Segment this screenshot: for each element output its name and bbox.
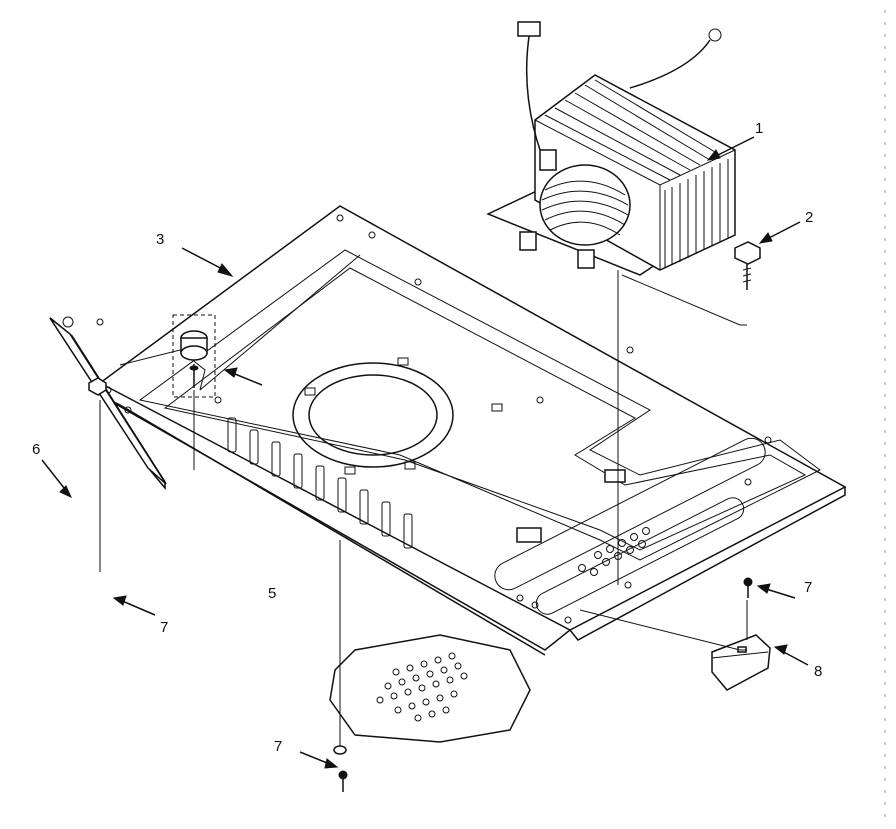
callout-2: 2	[805, 209, 813, 226]
callout-3: 3	[156, 231, 164, 248]
base-plate	[98, 205, 847, 656]
turntable-ring	[292, 357, 503, 475]
vent-slots	[227, 417, 413, 549]
callout-arrows	[41, 136, 809, 769]
transformer	[486, 21, 736, 276]
screw-part-7-left	[88, 377, 107, 396]
screw-part-7-bottom	[338, 770, 348, 792]
connector-part-8	[711, 634, 771, 691]
hole-grid	[578, 527, 650, 576]
callout-7-right: 7	[804, 579, 812, 596]
callout-8: 8	[814, 663, 822, 680]
stirrer-cover	[329, 634, 531, 755]
screw-part-7-right	[743, 577, 753, 598]
foot-part-5	[172, 314, 216, 398]
callout-5: 5	[268, 585, 276, 602]
callout-1: 1	[755, 120, 763, 137]
callout-6: 6	[32, 441, 40, 458]
bracket-part-6	[49, 316, 167, 491]
assembly-lines	[99, 270, 748, 746]
callout-7-bottom: 7	[274, 738, 282, 755]
callout-7-left: 7	[160, 619, 168, 636]
screw-part-2	[734, 241, 761, 290]
